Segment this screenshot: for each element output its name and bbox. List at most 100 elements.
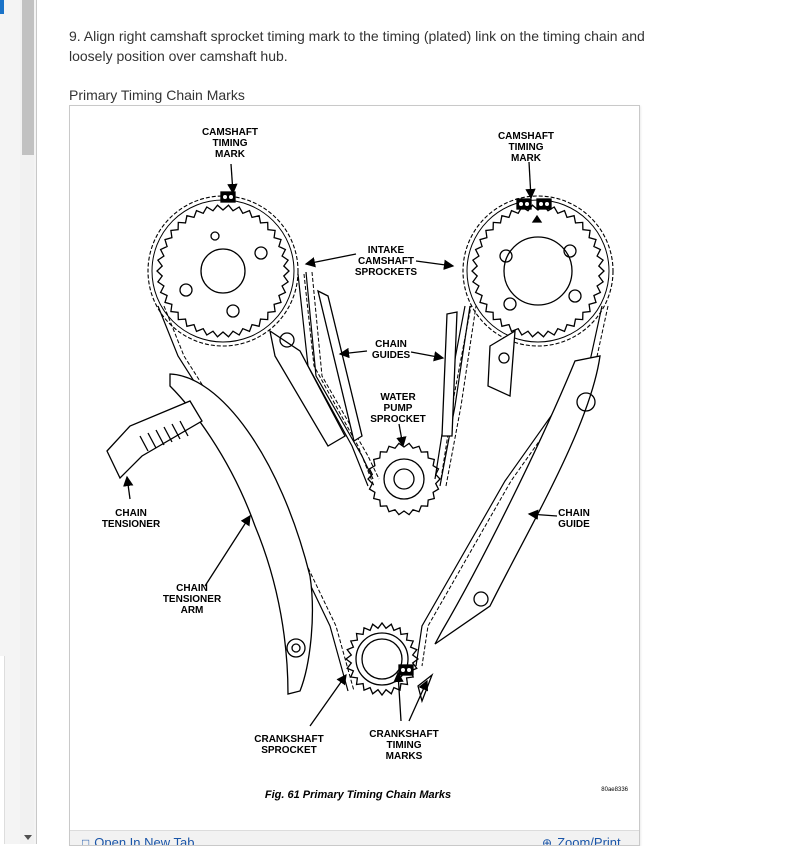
right-camshaft-sprocket <box>471 204 605 338</box>
sidebar-lower-panel <box>0 656 5 844</box>
crankshaft-sprocket <box>344 621 420 697</box>
tensioner-arm-pivot-inner <box>291 643 301 653</box>
left-camshaft-chain-wrap-links <box>147 195 299 347</box>
timing-mark-link <box>516 198 532 210</box>
timing-mark-link <box>536 198 552 210</box>
step-instruction: 9. Align right camshaft sprocket timing … <box>69 28 645 64</box>
left-support-arm <box>269 329 346 447</box>
left-sprocket-hole <box>254 246 268 260</box>
leader-line <box>338 347 368 359</box>
leader-line <box>410 351 445 362</box>
left-sprocket-hole <box>179 283 193 297</box>
timing-mark-pin <box>223 195 227 199</box>
leader-line <box>204 514 251 587</box>
tensioner-rib <box>171 423 181 440</box>
figure-caption: Fig. 61 Primary Timing Chain Marks <box>265 789 451 801</box>
chain-run-links <box>445 305 477 487</box>
timing-mark-pin <box>545 202 549 206</box>
zoom-print-label: Zoom/Print <box>557 835 621 846</box>
leader-line <box>227 163 238 195</box>
leader-line <box>304 253 357 268</box>
tensioner-rib <box>155 429 165 446</box>
left-camshaft-hub <box>200 248 246 294</box>
timing-mark-pin <box>525 202 529 206</box>
figure-code: 80ae8336 <box>601 787 628 793</box>
timing-mark-link <box>398 664 414 676</box>
right-sprocket-hole <box>499 249 513 263</box>
left-support-bolt <box>279 332 295 348</box>
right-camshaft-chain-wrap-links <box>462 195 614 347</box>
tensioner-rib <box>139 435 149 452</box>
zoom-icon: ⊕ <box>542 836 553 846</box>
water-pump-sprocket <box>367 442 441 516</box>
right-camshaft-hub <box>503 236 573 306</box>
right-support-bolt <box>498 352 510 364</box>
chain-guide-right <box>434 355 601 645</box>
chain-tensioner-arm <box>169 373 314 695</box>
timing-mark-pin <box>519 202 523 206</box>
tensioner-rib <box>163 426 173 443</box>
water-pump-hub <box>383 458 425 500</box>
figure-title: Primary Timing Chain Marks <box>69 87 245 103</box>
leader-line <box>415 259 455 270</box>
chain-guide-pivot <box>576 392 596 412</box>
water-pump-hub-inner <box>393 468 415 490</box>
right-sprocket-hole <box>503 297 517 311</box>
zoom-print-button[interactable]: ⊕ Zoom/Print <box>542 835 621 846</box>
chain-run-links <box>303 273 375 487</box>
chain-run-links <box>421 305 609 667</box>
crankshaft-hub <box>355 632 409 686</box>
tensioner-rib <box>147 432 157 449</box>
open-new-tab-label: Open In New Tab <box>94 835 195 846</box>
chain-run <box>415 305 603 667</box>
right-timing-triangle <box>531 214 543 223</box>
chain-run <box>305 271 374 480</box>
crankshaft-hub-inner <box>361 638 403 680</box>
timing-mark-pin <box>407 668 411 672</box>
scrollbar-track[interactable] <box>20 0 34 844</box>
leader-line <box>396 423 407 448</box>
left-sprocket-hole <box>210 231 220 241</box>
sidebar-accent <box>0 0 4 14</box>
timing-mark-pin <box>229 195 233 199</box>
tensioner-rib <box>179 420 189 437</box>
external-window-icon: □ <box>82 836 90 846</box>
scroll-down-arrow-icon[interactable] <box>24 835 32 840</box>
left-camshaft-sprocket <box>156 204 290 338</box>
right-sprocket-hole <box>563 244 577 258</box>
leader-line <box>309 673 347 727</box>
chain-guide-bolt <box>473 591 489 607</box>
chain-tensioner-body <box>106 400 203 480</box>
leader-line <box>123 475 134 500</box>
open-new-tab-button[interactable]: □ Open In New Tab <box>82 835 195 846</box>
timing-mark-pin <box>539 202 543 206</box>
leader-line <box>393 671 404 722</box>
figure-footer: □ Open In New Tab ⊕ Zoom/Print <box>70 830 639 846</box>
leader-line <box>525 161 536 200</box>
right-support-arm <box>487 329 516 397</box>
leader-line <box>408 679 429 722</box>
left-sidebar <box>0 0 37 844</box>
tensioner-arm-pivot <box>286 638 306 658</box>
chain-run-links <box>311 271 380 480</box>
scrollbar-thumb[interactable] <box>22 0 34 155</box>
right-chain-guide <box>441 311 458 437</box>
timing-mark-pin <box>401 668 405 672</box>
left-sprocket-hole <box>226 304 240 318</box>
left-chain-guide <box>317 289 363 443</box>
right-sprocket-hole <box>568 289 582 303</box>
chain-run <box>297 273 369 487</box>
leader-line <box>527 509 558 520</box>
